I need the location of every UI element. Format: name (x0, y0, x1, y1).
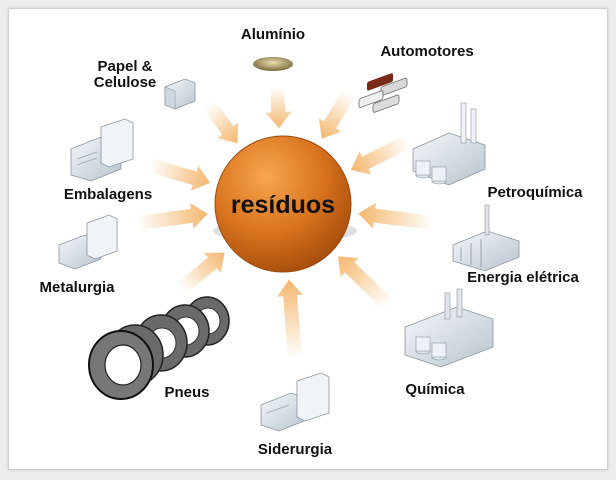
quimica-label: Química (405, 381, 465, 398)
center-label: resíduos (231, 191, 335, 219)
papel-label-line1: Papel & (97, 58, 152, 75)
image-frame: resíduos Alumínio Automotores Papel & Ce… (8, 8, 608, 470)
energia-label: Energia elétrica (467, 269, 579, 286)
arrow-quimica (338, 256, 394, 311)
arrow-papel (203, 100, 239, 144)
aluminio-source: Alumínio (241, 26, 305, 71)
paper-mill-icon (164, 78, 196, 110)
steel-mill-icon (260, 372, 330, 432)
metalurgia-label: Metalurgia (39, 279, 115, 296)
flow-arrows (136, 86, 434, 360)
aluminum-ingot-icon (253, 57, 293, 71)
metalurgia-source: Metalurgia (39, 214, 118, 296)
quimica-source: Química (404, 288, 494, 398)
embalagens-label: Embalagens (64, 186, 152, 203)
automotores-label: Automotores (380, 43, 473, 60)
papel-label-line2: Celulose (94, 74, 157, 91)
residuos-diagram: resíduos Alumínio Automotores Papel & Ce… (39, 26, 583, 458)
arrow-petroquimica (350, 134, 413, 175)
siderurgia-source: Siderurgia (258, 372, 333, 458)
pneus-source: Pneus (88, 296, 230, 401)
papel-celulose-source: Papel & Celulose (94, 58, 196, 110)
tires-icon (88, 296, 230, 400)
aluminio-label: Alumínio (241, 26, 305, 43)
embalagens-source: Embalagens (64, 118, 152, 203)
arrow-pneus (176, 252, 225, 295)
arrow-energia (358, 202, 434, 230)
tire-front-hole (104, 344, 142, 386)
cars-icon (358, 73, 408, 113)
petrochemical-plant-icon (412, 102, 486, 186)
arrow-aluminio (265, 86, 292, 129)
petroquimica-source: Petroquímica (412, 102, 583, 201)
metallurgy-plant-icon (58, 214, 118, 270)
arrow-metalurgia (136, 202, 208, 230)
siderurgia-label: Siderurgia (258, 441, 333, 458)
chemical-plant-icon (404, 288, 494, 368)
pneus-label: Pneus (164, 384, 209, 401)
packaging-factory-icon (70, 118, 134, 182)
arrow-automotores (318, 89, 356, 139)
petroquimica-label: Petroquímica (487, 184, 583, 201)
residuos-sphere: resíduos (213, 135, 357, 273)
energia-eletrica-source: Energia elétrica (452, 204, 580, 286)
arrow-embalagens (147, 158, 211, 191)
arrow-siderurgia (277, 279, 304, 360)
automotores-source: Automotores (358, 43, 474, 113)
power-plant-icon (452, 204, 520, 272)
